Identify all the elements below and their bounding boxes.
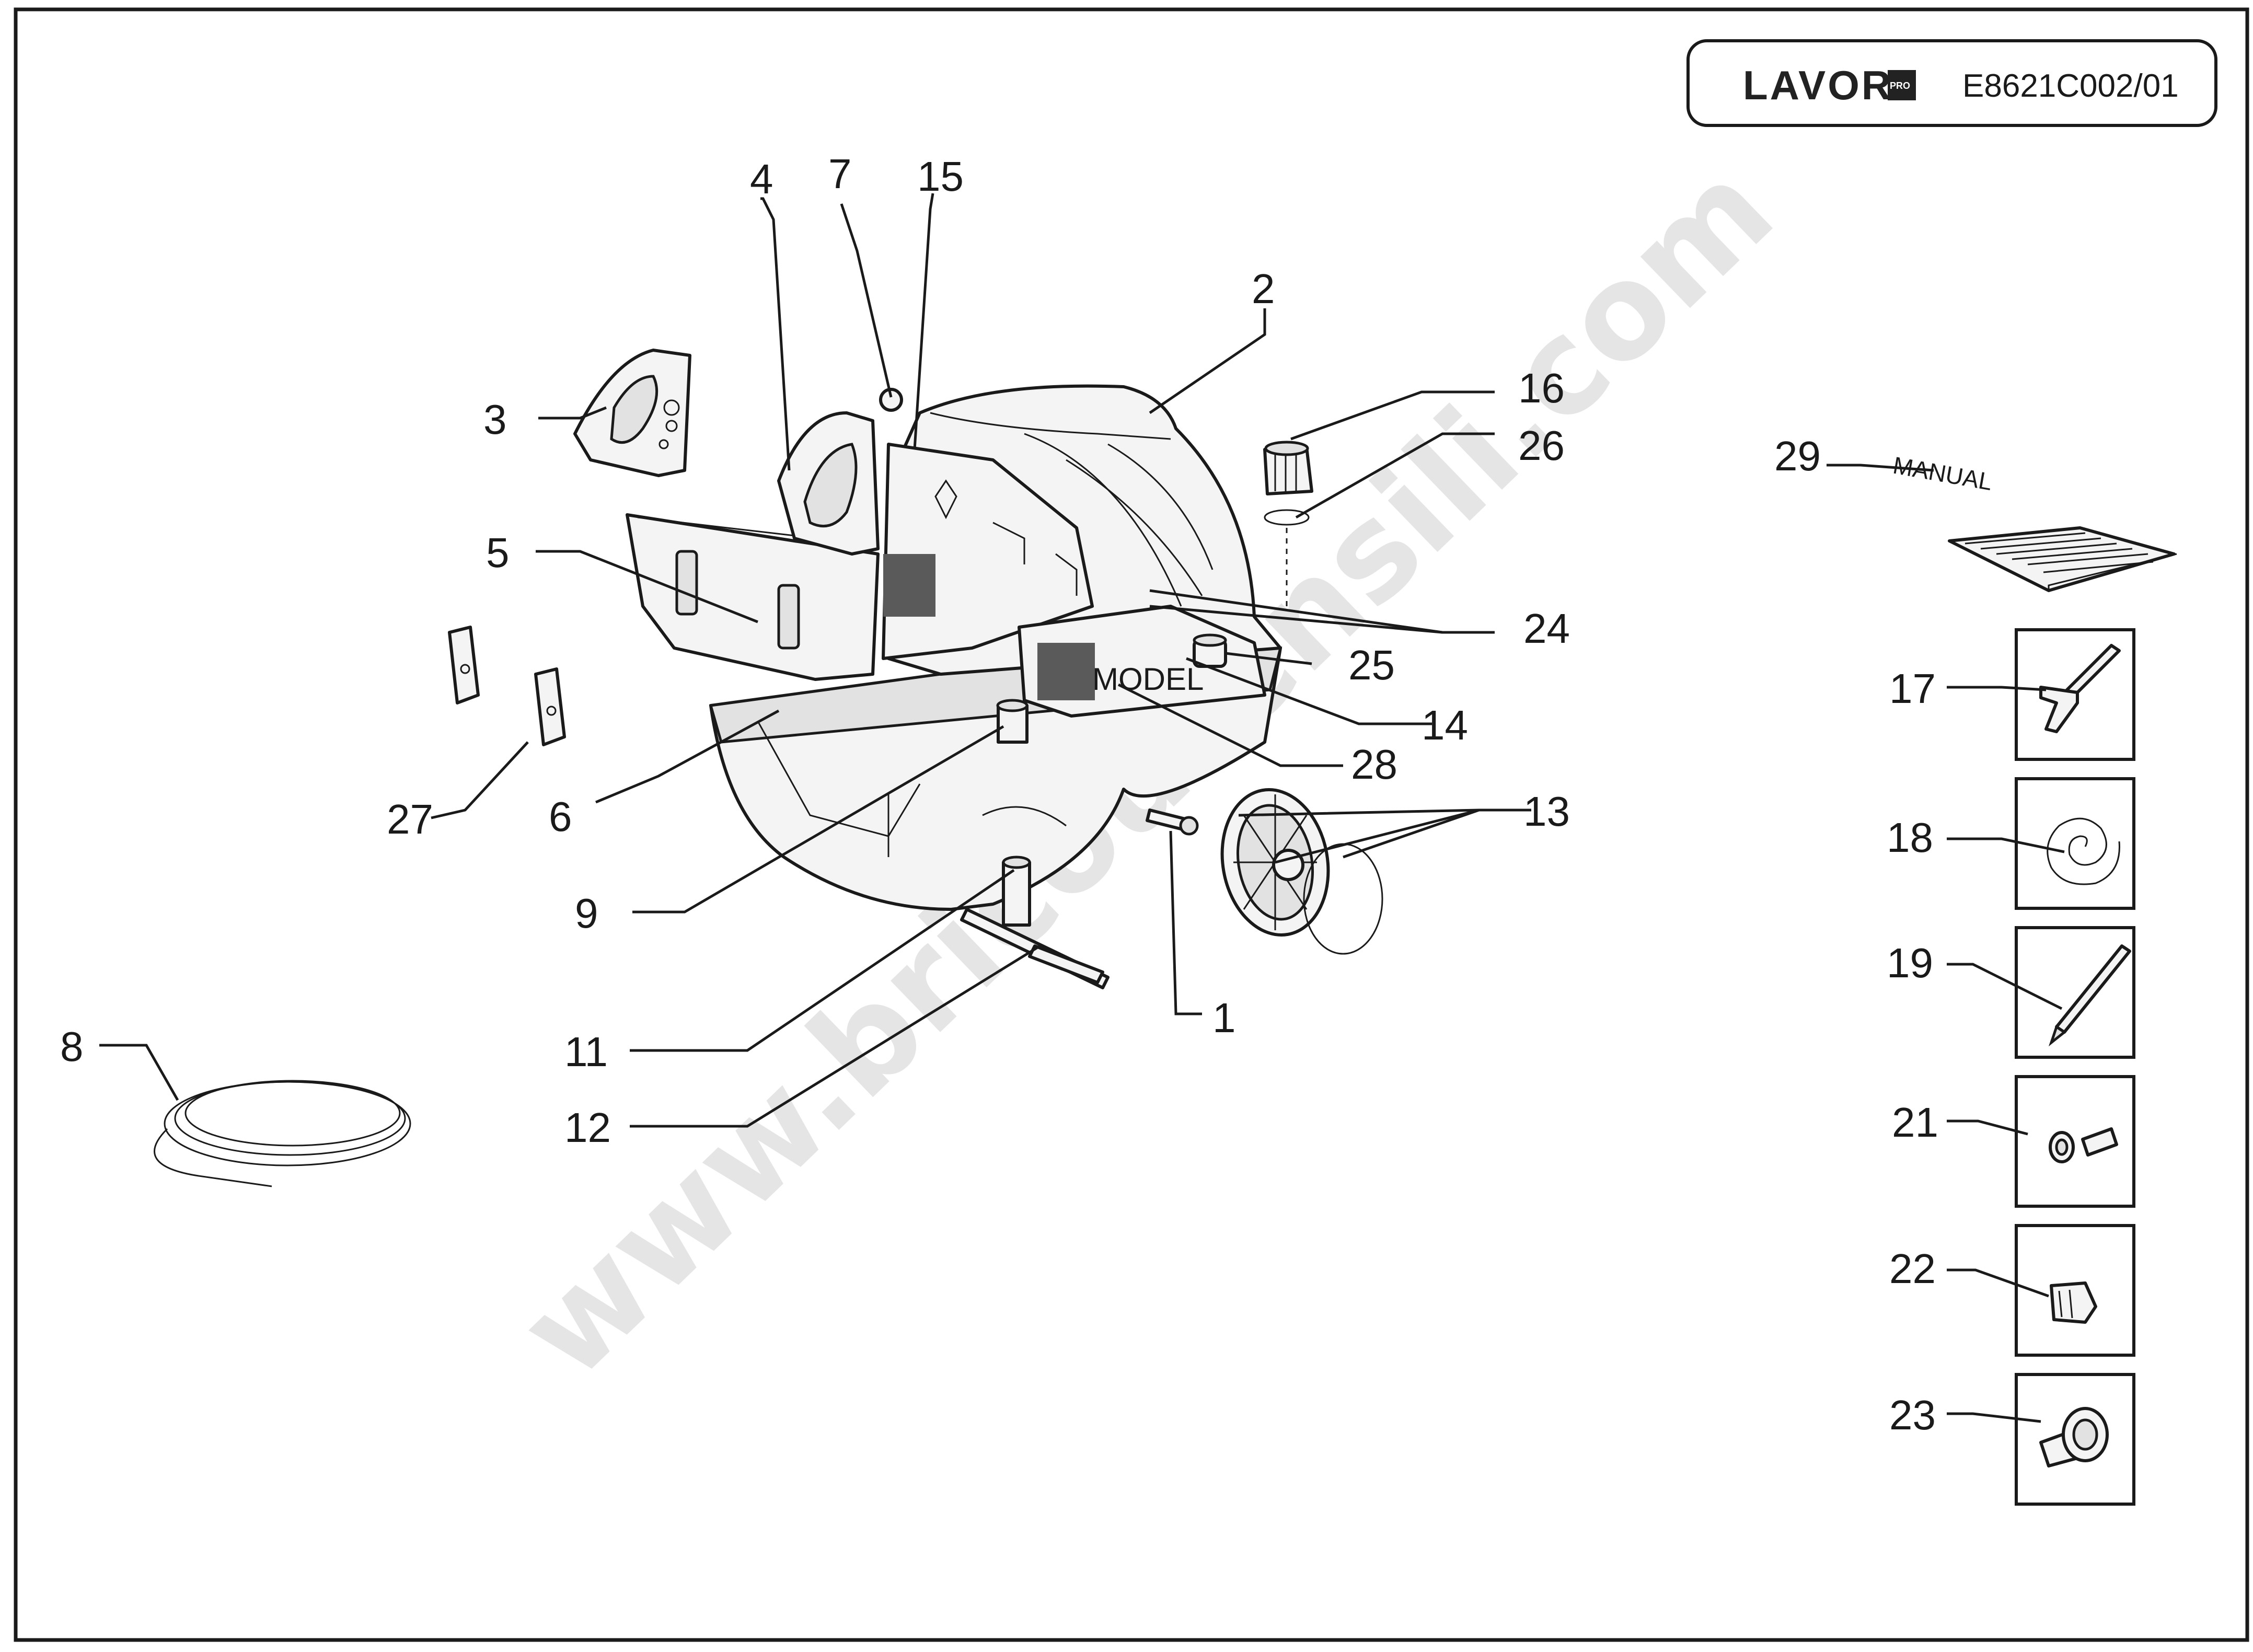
filter-25 — [1193, 633, 1227, 668]
accessory-box-23 — [2015, 1373, 2135, 1506]
accessory-box-21 — [2015, 1075, 2135, 1208]
brand-badge — [1888, 70, 1916, 100]
callout-26: 26 — [1518, 422, 1565, 469]
callout-7: 7 — [828, 151, 852, 197]
leader-lines — [99, 193, 2065, 1423]
callout-18: 18 — [1887, 814, 1933, 861]
handle-cover-3 — [573, 349, 691, 477]
o-ring-26 — [1264, 509, 1310, 526]
model-label: MODEL — [1092, 662, 1204, 697]
callout-27: 27 — [387, 796, 433, 842]
callout-19: 19 — [1887, 940, 1933, 986]
callout-25: 25 — [1348, 642, 1395, 688]
callout-1: 1 — [1212, 995, 1236, 1041]
axle-pin-1 — [1146, 808, 1199, 836]
callout-29: 29 — [1774, 433, 1821, 479]
callout-6: 6 — [549, 793, 572, 840]
wheel-13 — [1220, 788, 1383, 955]
callout-28: 28 — [1351, 741, 1397, 788]
vent-grille-left — [883, 554, 935, 617]
callout-14: 14 — [1422, 702, 1468, 748]
nozzle-icon — [2050, 1281, 2097, 1324]
callout-2: 2 — [1252, 265, 1275, 312]
callout-15: 15 — [917, 153, 964, 200]
manual-29: MANUAL — [1891, 452, 2177, 592]
inlet-9 — [996, 699, 1029, 744]
callout-12: 12 — [564, 1104, 611, 1151]
brand-badge-text: PRO — [1890, 80, 1910, 91]
vent-grille-right — [1037, 643, 1095, 700]
drawing-frame — [14, 7, 2249, 1642]
handle-4 — [777, 411, 880, 556]
callout-9: 9 — [575, 890, 598, 937]
callout-13: 13 — [1523, 788, 1570, 835]
callout-4: 4 — [750, 156, 773, 202]
spiral-hose-icon — [2047, 817, 2120, 885]
stand-11 — [1002, 856, 1031, 927]
coupling-nipple-icon — [2081, 1127, 2118, 1157]
callout-8: 8 — [60, 1023, 84, 1070]
accessory-box-19 — [2015, 926, 2135, 1059]
title-block: LAVOR PRO E8621C002/01 — [1686, 39, 2217, 127]
drawing-code: E8621C002/01 — [1962, 68, 2179, 104]
knob-7 — [879, 388, 903, 412]
callout-5: 5 — [486, 529, 510, 576]
hose-8 — [154, 1080, 411, 1187]
callout-21: 21 — [1892, 1099, 1938, 1146]
callout-11: 11 — [564, 1029, 608, 1075]
callout-3: 3 — [483, 396, 507, 443]
callout-23: 23 — [1889, 1392, 1936, 1438]
callout-16: 16 — [1518, 365, 1565, 411]
manual-label: MANUAL — [1891, 452, 1994, 496]
brand-logo: LAVOR — [1743, 62, 1893, 108]
front-panel: MODEL — [882, 443, 1266, 718]
callout-24: 24 — [1523, 605, 1570, 652]
callout-17: 17 — [1889, 665, 1936, 712]
cap-16 — [1263, 441, 1313, 495]
accessory-box-17 — [2015, 628, 2135, 761]
callout-22: 22 — [1889, 1245, 1936, 1292]
brackets-27 — [448, 626, 566, 746]
rear-panel — [626, 513, 880, 681]
callout-numbers: 1 2 3 4 5 6 7 8 9 11 12 13 14 15 16 17 1… — [60, 151, 1938, 1438]
accessory-box-18 — [2015, 777, 2135, 910]
